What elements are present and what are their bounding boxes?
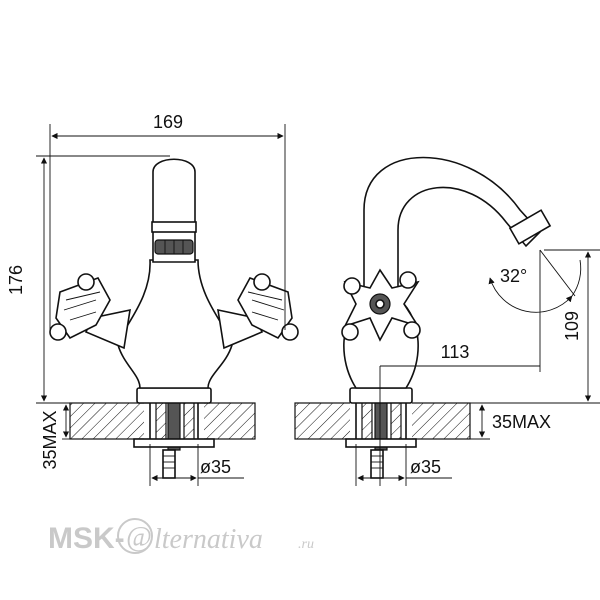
front-right-handle-detail [247, 291, 285, 321]
front-left-handle-detail [63, 291, 101, 321]
side-handle-knob-bottom-left [341, 323, 359, 341]
dim-reach-label: 113 [441, 342, 470, 362]
side-handle-knob-top-right [399, 271, 417, 289]
watermark-at-symbol: @ [126, 522, 152, 553]
watermark-at-ring [117, 518, 153, 554]
front-left-handle-knob-side [49, 323, 67, 341]
side-shank-hatch-right [390, 401, 402, 443]
side-lock-nut [345, 438, 417, 448]
dim-deck-right-label: 35MAX [492, 412, 551, 432]
dim-hole-left-label: ø35 [200, 457, 231, 477]
front-view [49, 158, 299, 479]
side-handle-knob-top-left [343, 277, 361, 295]
dim-angle-label: 32° [500, 266, 527, 286]
dim-width-label: 169 [153, 112, 183, 132]
dim-angle-arc [488, 277, 573, 313]
front-shank-hatch-right [183, 401, 195, 443]
front-left-handle-knob-top [77, 273, 95, 291]
dim-height-label: 176 [6, 265, 26, 295]
dim-spout-height-label: 109 [562, 311, 582, 341]
watermark-brand-script: lternativa [154, 524, 263, 555]
dim-angle-arc-ext [571, 259, 582, 297]
front-right-handle-knob-side [281, 323, 299, 341]
side-dimensions: 113 109 32° 35MAX ø35 [355, 249, 600, 486]
front-right-handle-knob-top [253, 273, 271, 291]
side-shank-hatch-left [361, 401, 373, 443]
front-shank-hatch-left [155, 401, 167, 443]
front-base [136, 387, 212, 404]
watermark-domain: .ru [298, 537, 314, 552]
watermark: MSK- @ lternativa .ru [48, 518, 314, 555]
side-base [349, 387, 413, 404]
side-bolt [370, 449, 384, 479]
side-handle-knob-bottom-right [403, 321, 421, 339]
front-dimensions: 169 176 35MAX ø35 [6, 112, 286, 486]
front-spout-collar [151, 221, 197, 233]
side-handle-hub-inner [375, 299, 385, 309]
front-lock-nut [133, 438, 215, 448]
dim-hole-right-label: ø35 [410, 457, 441, 477]
front-bolt [162, 449, 176, 479]
front-body [117, 259, 233, 389]
side-spout-tip [508, 209, 552, 245]
watermark-brand-prefix: MSK- [48, 522, 125, 555]
dim-angle-ray [539, 249, 576, 297]
dim-deck-left-label: 35MAX [40, 410, 60, 469]
